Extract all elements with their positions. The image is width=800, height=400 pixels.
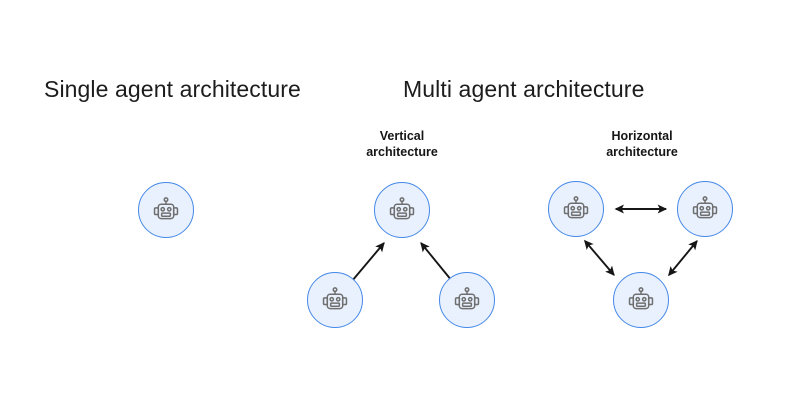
horizontal-agent-top-left[interactable]	[548, 181, 604, 237]
vertical-agent-bottom-left[interactable]	[307, 272, 363, 328]
arrow-bottom-right-to-top	[420, 242, 453, 282]
vertical-agent-top[interactable]	[374, 182, 430, 238]
horizontal-architecture-subtitle: Horizontal architecture	[562, 128, 722, 160]
robot-icon	[691, 195, 719, 223]
single-agent[interactable]	[138, 182, 194, 238]
horizontal-architecture-subtitle-line2: architecture	[606, 145, 678, 159]
robot-icon	[627, 286, 655, 314]
vertical-architecture-subtitle: Vertical architecture	[322, 128, 482, 160]
robot-icon	[453, 286, 481, 314]
arrow-top-left-to-bottom	[584, 239, 615, 276]
arrow-bottom-left-to-top	[351, 242, 385, 282]
vertical-architecture-subtitle-line2: architecture	[366, 145, 438, 159]
horizontal-architecture-subtitle-line1: Horizontal	[611, 129, 673, 143]
vertical-agent-bottom-right[interactable]	[439, 272, 495, 328]
horizontal-agent-top-right[interactable]	[677, 181, 733, 237]
vertical-architecture-subtitle-line1: Vertical	[379, 129, 425, 143]
multi-agent-architecture-title: Multi agent architecture	[403, 76, 645, 102]
horizontal-agent-bottom[interactable]	[613, 272, 669, 328]
robot-icon	[388, 196, 416, 224]
single-agent-architecture-title: Single agent architecture	[44, 76, 301, 102]
arrow-bottom-to-top-right	[668, 240, 698, 277]
robot-icon	[152, 196, 180, 224]
robot-icon	[562, 195, 590, 223]
robot-icon	[321, 286, 349, 314]
